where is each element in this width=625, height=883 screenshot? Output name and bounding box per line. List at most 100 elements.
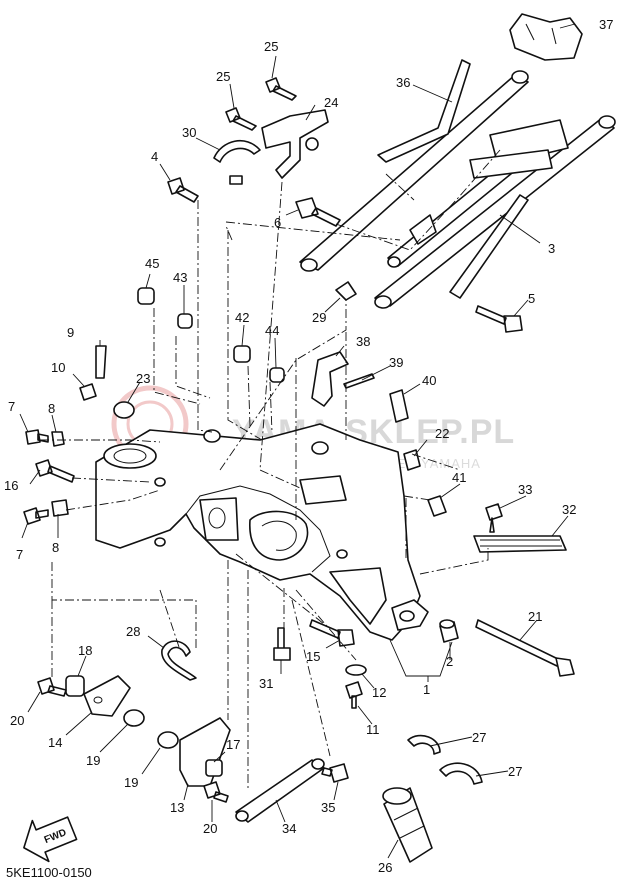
- main-frame: [95, 423, 429, 641]
- bracket: [261, 109, 329, 179]
- grommet: [177, 313, 193, 329]
- part-label-15: 15: [306, 649, 320, 664]
- part-label-23: 23: [136, 371, 150, 386]
- bolt: [321, 763, 349, 783]
- part-label-5: 5: [528, 291, 535, 306]
- pivot-shaft: [475, 619, 561, 667]
- rear-frame: [299, 70, 616, 309]
- part-label-41: 41: [452, 470, 466, 485]
- diagram-code: 5KE1100-0150: [6, 865, 92, 880]
- part-label-33: 33: [518, 482, 532, 497]
- bolt: [345, 681, 363, 709]
- washer: [51, 499, 69, 517]
- part-label-8a: 8: [48, 401, 55, 416]
- part-label-35: 35: [321, 800, 335, 815]
- part-label-34: 34: [282, 821, 296, 836]
- band: [161, 640, 197, 681]
- part-label-7a: 7: [8, 399, 15, 414]
- grommet: [427, 495, 447, 517]
- part-label-29: 29: [312, 310, 326, 325]
- reinforcement-strip: [377, 59, 471, 163]
- engine-bracket: [83, 675, 131, 717]
- nut: [51, 431, 65, 447]
- part-label-14: 14: [48, 735, 62, 750]
- part-label-19b: 19: [124, 775, 138, 790]
- part-label-17: 17: [226, 737, 240, 752]
- bolt: [23, 507, 49, 525]
- leader-lines: [19, 23, 576, 859]
- part-label-20b: 20: [203, 821, 217, 836]
- part-label-26: 26: [378, 860, 392, 875]
- part-label-32: 32: [562, 502, 576, 517]
- part-label-21: 21: [528, 609, 542, 624]
- part-label-18: 18: [78, 643, 92, 658]
- bolt: [167, 177, 199, 203]
- part-label-45: 45: [145, 256, 159, 271]
- part-label-25b: 25: [216, 69, 230, 84]
- band: [407, 734, 441, 755]
- protector-plate: [473, 535, 567, 553]
- part-label-7b: 7: [16, 547, 23, 562]
- bolt: [25, 429, 49, 445]
- forward-arrow-icon: FWD: [23, 816, 78, 863]
- part-label-1: 1: [423, 682, 430, 697]
- part-label-16: 16: [4, 478, 18, 493]
- part-label-43: 43: [173, 270, 187, 285]
- part-label-36: 36: [396, 75, 410, 90]
- collar: [205, 759, 223, 777]
- part-label-40: 40: [422, 373, 436, 388]
- part-label-42: 42: [235, 310, 249, 325]
- stay: [311, 351, 349, 407]
- part-label-9: 9: [67, 325, 74, 340]
- part-label-11: 11: [366, 722, 380, 737]
- bolt: [475, 305, 523, 333]
- part-label-2: 2: [446, 654, 453, 669]
- bolt: [225, 107, 257, 131]
- part-label-38: 38: [356, 334, 370, 349]
- grommet: [233, 345, 251, 363]
- part-label-22: 22: [435, 426, 449, 441]
- collar: [65, 675, 85, 697]
- bolt: [35, 459, 75, 483]
- screw: [485, 503, 503, 533]
- part-label-4: 4: [151, 149, 158, 164]
- band: [213, 140, 261, 163]
- part-label-28: 28: [126, 624, 140, 639]
- bolt: [37, 677, 67, 697]
- part-label-27b: 27: [508, 764, 522, 779]
- part-label-13: 13: [170, 800, 184, 815]
- nut: [79, 383, 97, 401]
- bolt: [295, 197, 341, 227]
- part-label-19a: 19: [86, 753, 100, 768]
- engine-mount-plate: [235, 759, 325, 823]
- part-label-37: 37: [599, 17, 613, 32]
- grommet: [269, 367, 285, 383]
- damper: [389, 389, 409, 423]
- clip: [335, 281, 357, 301]
- part-label-8b: 8: [52, 540, 59, 555]
- bolt: [203, 781, 229, 803]
- grommet: [137, 287, 155, 305]
- part-label-24: 24: [324, 95, 338, 110]
- bolt: [273, 627, 291, 661]
- bolt: [309, 619, 355, 647]
- part-label-3: 3: [548, 241, 555, 256]
- part-label-30: 30: [182, 125, 196, 140]
- nut: [157, 731, 179, 749]
- part-label-44: 44: [265, 323, 279, 338]
- bolt: [265, 77, 297, 101]
- part-label-6: 6: [274, 215, 281, 230]
- reference-lines: [40, 149, 501, 790]
- part-label-39: 39: [389, 355, 403, 370]
- rubber-cap: [509, 13, 583, 61]
- part-label-12: 12: [372, 685, 386, 700]
- band: [439, 762, 483, 785]
- engine-bracket: [179, 717, 231, 787]
- part-label-27a: 27: [472, 730, 486, 745]
- washer: [345, 664, 367, 676]
- part-label-31: 31: [259, 676, 273, 691]
- collar: [113, 401, 135, 419]
- nut: [123, 709, 145, 727]
- part-number-labels: 37 36 25 25 24 30 4 6 3 45 43 29 5 42 44…: [4, 17, 613, 875]
- part-label-10: 10: [51, 360, 65, 375]
